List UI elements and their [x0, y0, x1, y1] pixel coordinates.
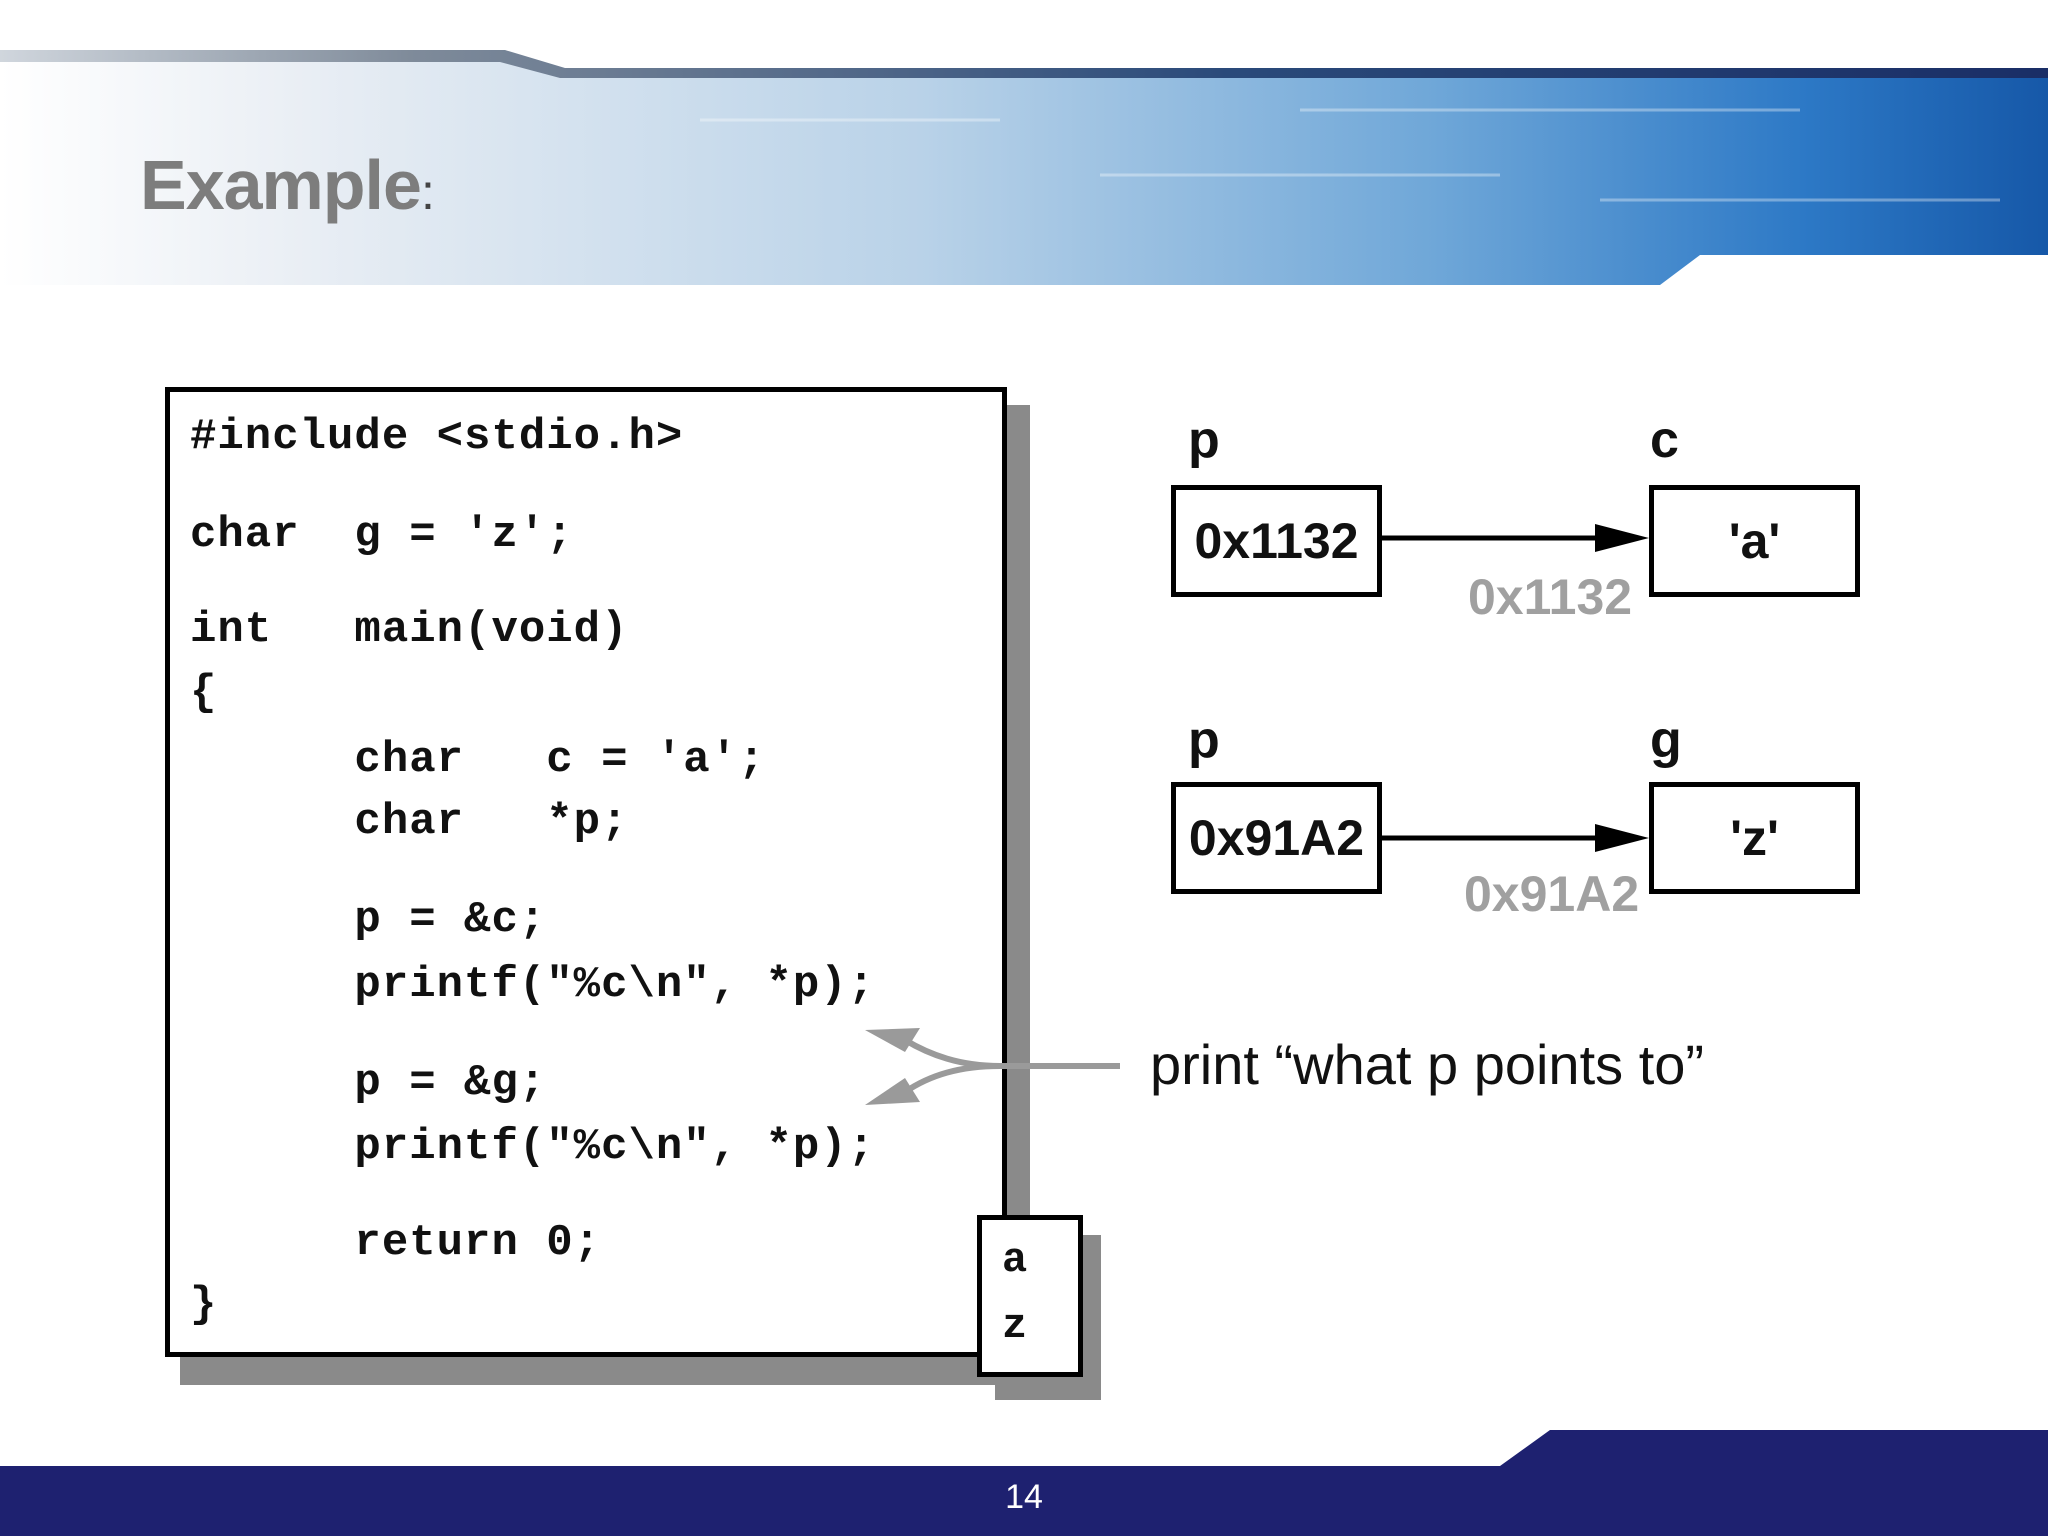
slide-title-colon: : [420, 164, 435, 220]
bottom-pointer-cell: 0x91A2 [1171, 782, 1382, 894]
bottom-pointer-name: p [1188, 711, 1220, 769]
top-pointer-name: p [1188, 411, 1220, 469]
slide-title: Example: [140, 145, 435, 225]
bottom-pointer-arrow [1382, 824, 1649, 852]
top-pointer-cell: 0x1132 [1171, 485, 1382, 597]
output-box [977, 1215, 1083, 1377]
code-box [165, 387, 1007, 1357]
code-line-main: int main(void) [190, 605, 629, 655]
header-banner [0, 50, 2048, 285]
output-line-z: z [1002, 1302, 1028, 1350]
output-line-a: a [1002, 1236, 1028, 1284]
code-line-close-brace: } [190, 1280, 218, 1330]
code-line-include: #include <stdio.h> [190, 412, 684, 462]
top-pointer-arrow [1382, 524, 1649, 552]
page-number: 14 [1005, 1478, 1043, 1516]
code-line-p-equals-g: p = &g; [190, 1058, 547, 1108]
code-line-printf-1: printf("%c\n", *p); [190, 960, 876, 1010]
code-line-global-g: char g = 'z'; [190, 510, 574, 560]
code-line-open-brace: { [190, 668, 218, 718]
annotation-text: print “what p points to” [1150, 1033, 1705, 1096]
top-target-name: c [1650, 411, 1679, 469]
footer-bar [0, 1430, 2048, 1536]
code-line-char-p: char *p; [190, 797, 629, 847]
top-address-label: 0x1132 [1468, 569, 1633, 625]
top-target-cell: 'a' [1649, 485, 1860, 597]
bottom-target-cell: 'z' [1649, 782, 1860, 894]
code-line-return: return 0; [190, 1218, 602, 1268]
bottom-address-label: 0x91A2 [1464, 866, 1640, 922]
bottom-target-name: g [1650, 711, 1682, 769]
code-line-printf-2: printf("%c\n", *p); [190, 1122, 876, 1172]
slide-title-text: Example [140, 146, 422, 224]
code-line-char-c: char c = 'a'; [190, 735, 766, 785]
code-line-p-equals-c: p = &c; [190, 895, 547, 945]
